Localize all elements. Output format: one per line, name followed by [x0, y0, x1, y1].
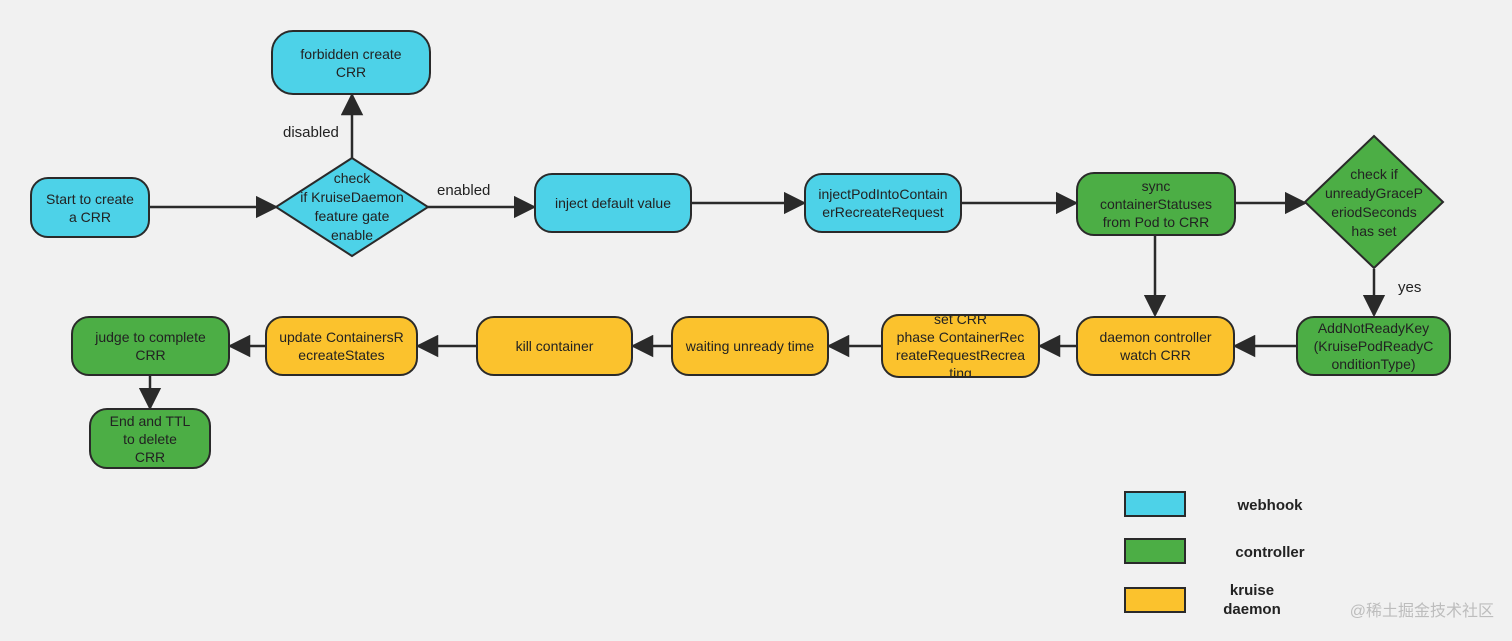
node-judge-complete: judge to complete CRR [71, 316, 230, 376]
legend-swatch-kruise-daemon [1124, 587, 1186, 613]
legend-swatch-controller [1124, 538, 1186, 564]
node-end: End and TTL to delete CRR [89, 408, 211, 469]
node-forbidden-create: forbidden create CRR [271, 30, 431, 95]
node-add-notready: AddNotReadyKey (KruisePodReadyC ondition… [1296, 316, 1451, 376]
edge-label-disabled: disabled [283, 124, 339, 141]
edge-label-yes: yes [1398, 279, 1422, 296]
node-daemon-watch: daemon controller watch CRR [1076, 316, 1235, 376]
check-grace-diamond [1303, 134, 1445, 270]
node-inject-pod: injectPodIntoContain erRecreateRequest [804, 173, 962, 233]
node-kill-container: kill container [476, 316, 633, 376]
node-waiting: waiting unready time [671, 316, 829, 376]
node-start: Start to create a CRR [30, 177, 150, 238]
node-set-phase: set CRR phase ContainerRec reateRequestR… [881, 314, 1040, 378]
node-update-states: update ContainersR ecreateStates [265, 316, 418, 376]
legend-label-controller: controller [1235, 544, 1305, 561]
check-feature-diamond [274, 156, 430, 258]
node-inject-default: inject default value [534, 173, 692, 233]
legend-swatch-webhook [1124, 491, 1186, 517]
watermark: @稀土掘金技术社区 [1349, 603, 1494, 620]
legend-label-webhook: webhook [1237, 497, 1303, 514]
node-check-grace: check if unreadyGraceP eriodSeconds has … [1324, 166, 1424, 239]
legend-label-kruise-daemon: kruise daemon [1223, 582, 1281, 618]
edge-label-enabled: enabled [437, 182, 491, 199]
node-check-feature-gate: check if KruiseDaemon feature gate enabl… [300, 170, 404, 243]
node-sync-status: sync containerStatuses from Pod to CRR [1076, 172, 1236, 236]
